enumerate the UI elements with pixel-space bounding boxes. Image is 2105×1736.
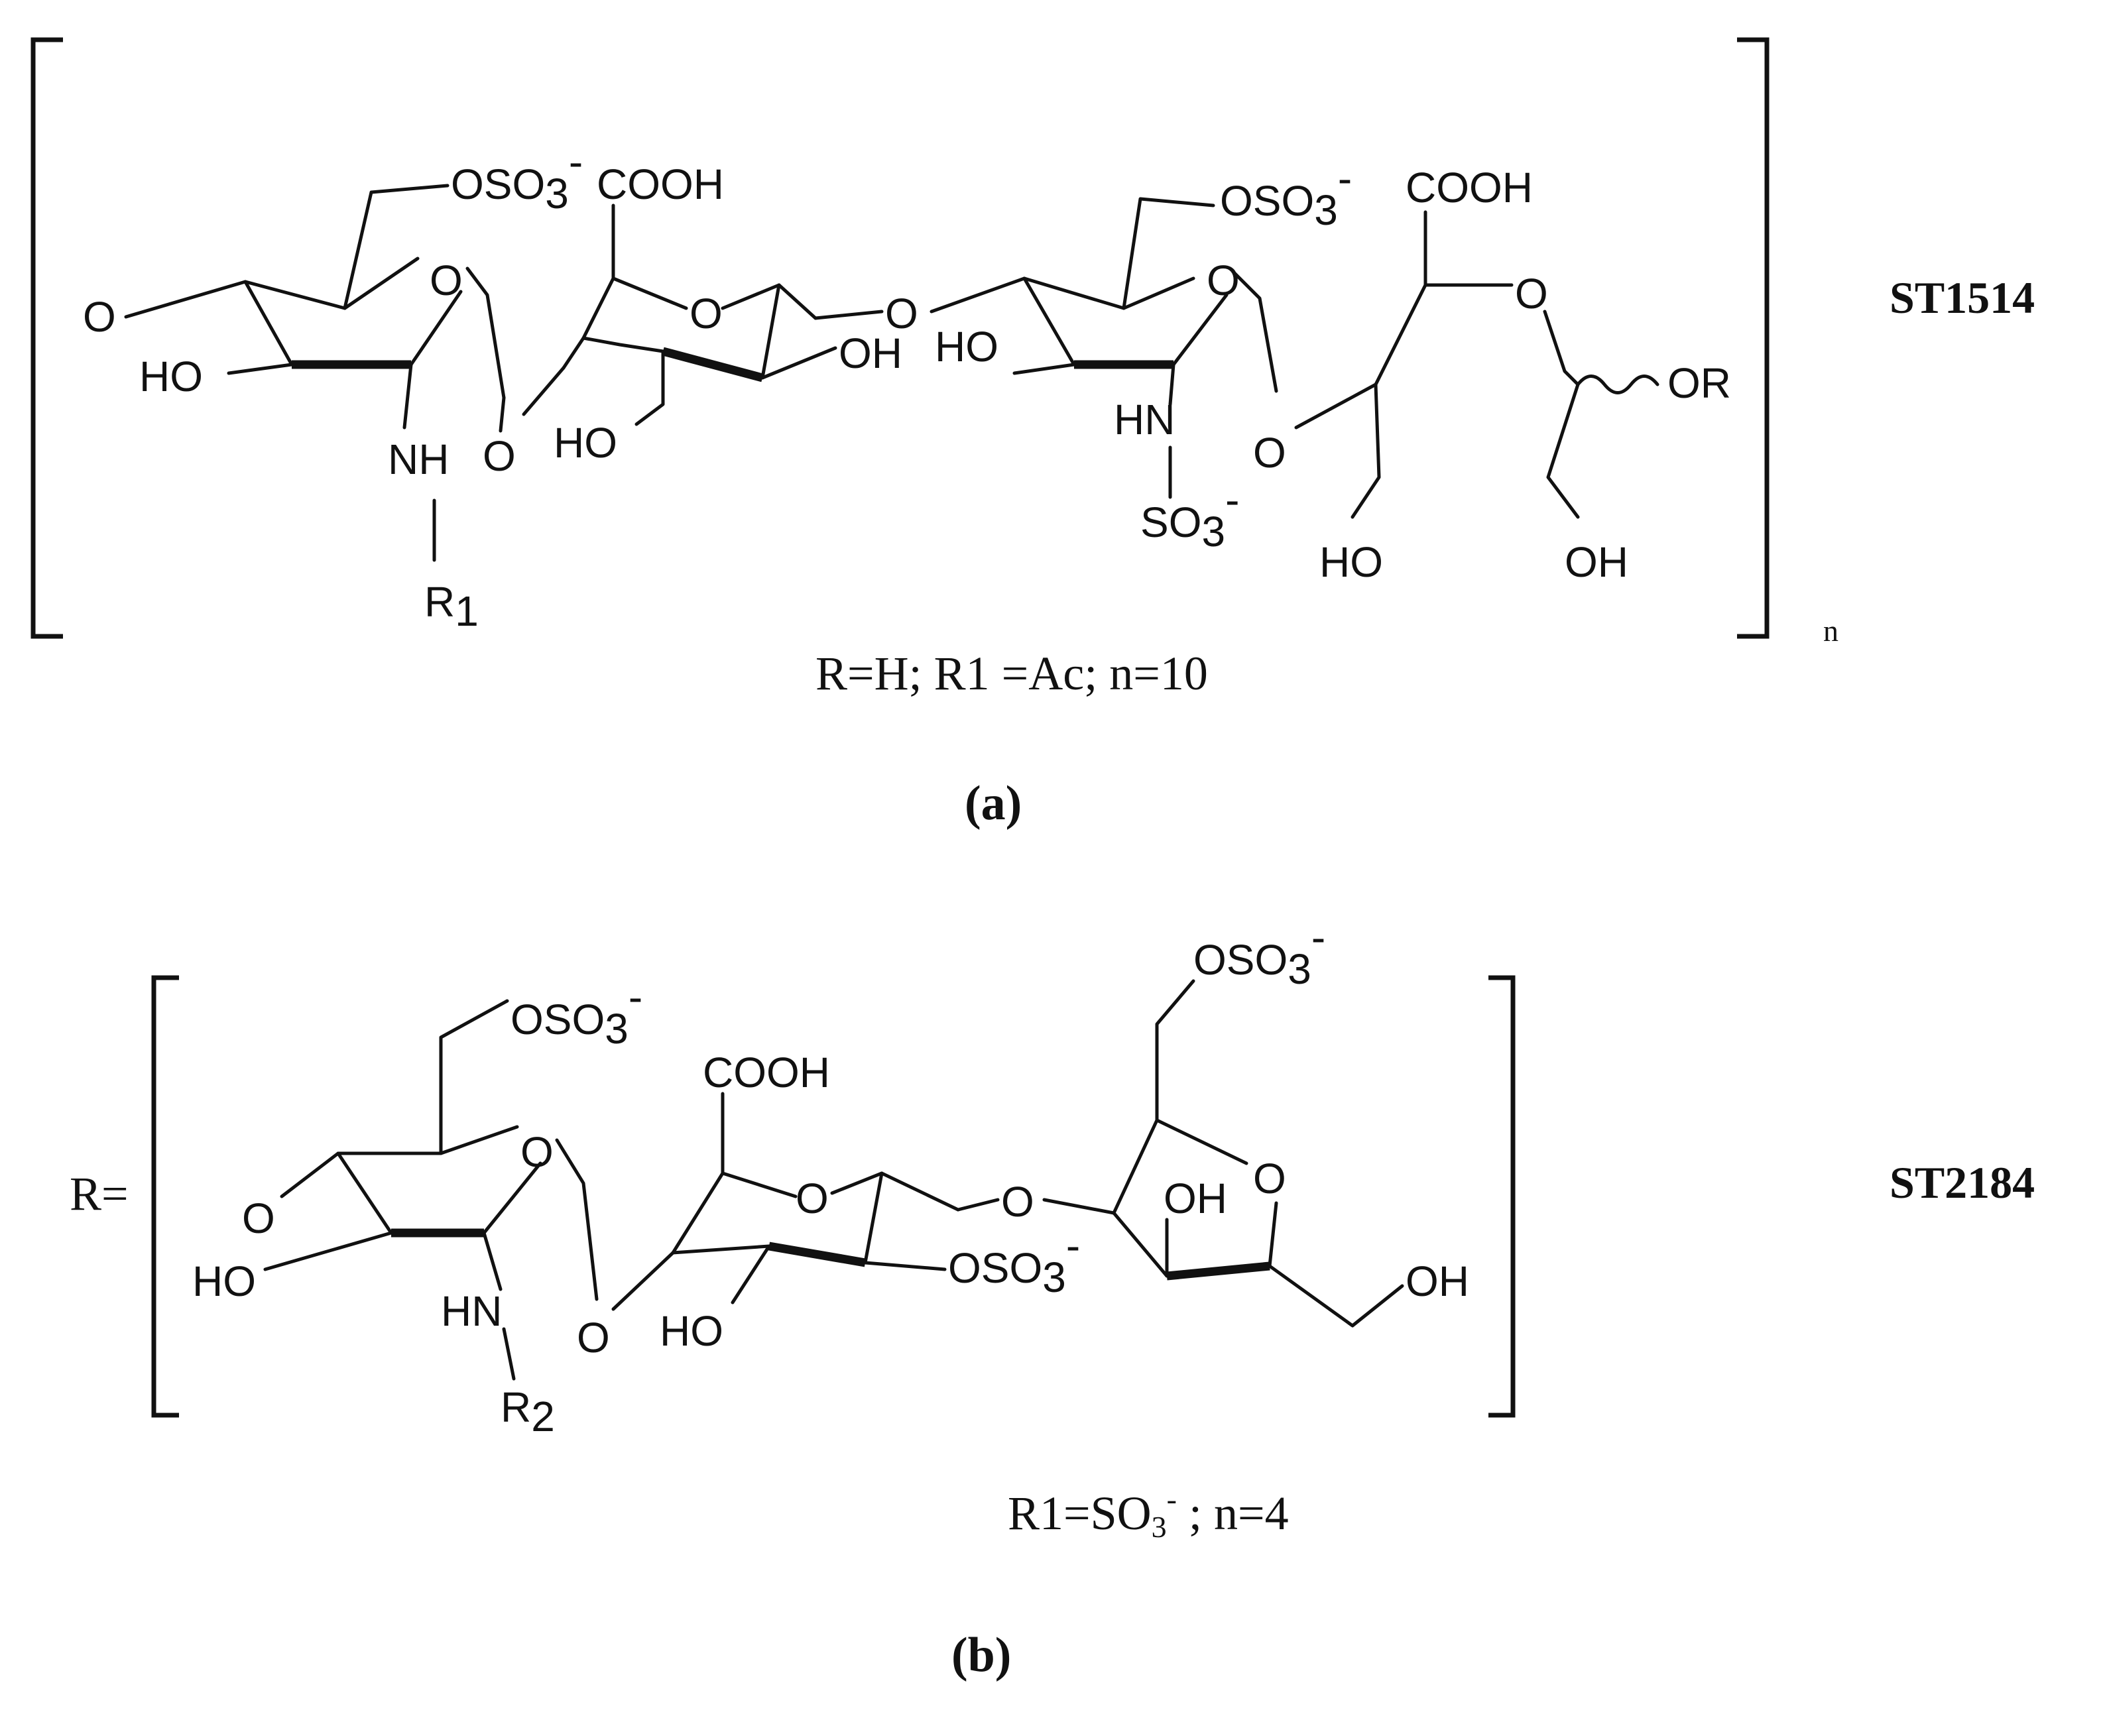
ring-3-anhydromannitol-b: [1112, 979, 1404, 1328]
repeat-index-n: n: [1823, 614, 1838, 648]
ring-2-uronic-acid-b: [671, 1092, 960, 1304]
panel-label-a: (a): [965, 776, 1022, 831]
atom-chain-oh-a: OH: [1565, 538, 1628, 586]
bond-link1-ring2-a: [522, 366, 566, 416]
structure-st1514: O O HO NH R1 OSO3- O COOH O HO OH: [30, 37, 1770, 639]
atom-ring2-cooh-a: COOH: [597, 160, 724, 208]
conditions-a: R=H; R1 =Ac; n=10: [815, 647, 1208, 700]
panel-label-b: (b): [951, 1628, 1012, 1682]
atom-ring1-hn-b: HN: [441, 1287, 502, 1335]
atom-link1-o-a: O: [483, 432, 516, 480]
atom-o-left-a: O: [83, 293, 116, 341]
atom-ring2-ho-b: HO: [660, 1307, 723, 1355]
ring-3-glucosamine-ns: [1012, 197, 1278, 499]
open-chain-residue: [1351, 210, 1659, 519]
atom-ring2-oh-a: OH: [839, 329, 902, 377]
ring-1-glucosamine: [124, 184, 506, 562]
compound-code-st2184: ST2184: [1890, 1157, 2035, 1208]
ring-2-uronic-acid: [562, 203, 837, 426]
atom-chain-ho-a: HO: [1319, 538, 1383, 586]
atom-ring3-so3-a: SO3-: [1140, 476, 1239, 555]
compound-code-st1514: ST1514: [1890, 272, 2035, 323]
atom-ring2-oso3-b: OSO3-: [948, 1222, 1080, 1301]
atom-link2-o-b: O: [1001, 1178, 1034, 1226]
atom-ring1-oso3-a: OSO3-: [451, 138, 583, 217]
atom-ring2-o-a: O: [690, 290, 723, 337]
atom-ring3-ch2oh-b: OH: [1406, 1257, 1469, 1305]
atom-chain-or-a: OR: [1667, 359, 1731, 407]
atom-link3-o-a: O: [1253, 429, 1286, 477]
atom-ring1-o-a: O: [430, 257, 463, 304]
atom-ring3-o-b: O: [1253, 1155, 1286, 1202]
atom-ring1-ho-a: HO: [139, 353, 203, 400]
right-bracket-b: [1488, 975, 1516, 1418]
atom-o-left-b: O: [242, 1194, 275, 1242]
atom-ring1-o-b: O: [520, 1128, 554, 1176]
atom-ring1-r1-a: R1: [424, 578, 479, 635]
atom-chain-o-a: O: [1515, 270, 1548, 318]
left-bracket-a: [30, 37, 63, 639]
right-bracket-a: [1737, 37, 1770, 639]
atom-chain-cooh-a: COOH: [1406, 164, 1533, 211]
atom-link1-o-b: O: [577, 1314, 610, 1361]
atom-link2-o-a: O: [885, 290, 918, 337]
atom-ring1-oso3-b: OSO3-: [511, 973, 642, 1053]
atom-ring3-oso3-a: OSO3-: [1220, 154, 1352, 234]
atom-ring3-hn-a: HN: [1114, 396, 1175, 443]
conditions-b: R1=SO3- ; n=4: [1008, 1482, 1289, 1544]
atom-ring3-oso3-b: OSO3-: [1193, 913, 1325, 993]
atom-ring3-o-a: O: [1207, 257, 1240, 304]
atom-ring1-ho-b: HO: [192, 1257, 256, 1305]
r-equals-label: R=: [70, 1167, 129, 1220]
atom-ring3-oh-b: OH: [1164, 1175, 1227, 1222]
atom-ring2-o-b: O: [796, 1175, 829, 1222]
structure-st2184: O O HO HN R2 OSO3- O COOH O HO OSO3-: [151, 913, 1516, 1440]
atom-ring3-ho-a: HO: [935, 323, 998, 371]
atom-ring1-nh-a: NH: [388, 435, 449, 483]
left-bracket-b: [151, 975, 179, 1418]
atom-ring2-ho-a: HO: [554, 419, 617, 467]
atom-ring1-r2-b: R2: [501, 1383, 555, 1440]
atom-ring2-cooh-b: COOH: [703, 1049, 830, 1096]
ring-1-glucosamine-b: [263, 999, 599, 1381]
